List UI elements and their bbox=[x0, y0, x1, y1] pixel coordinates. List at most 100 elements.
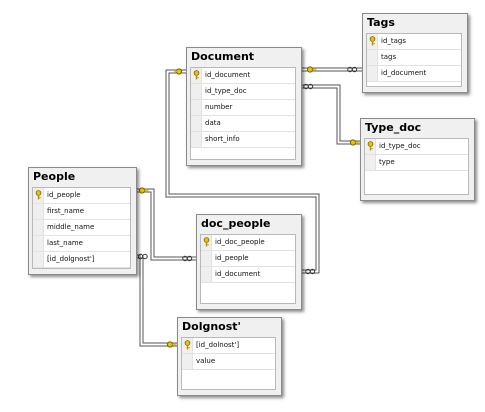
row-selector[interactable] bbox=[365, 139, 376, 154]
column-row[interactable]: short_info bbox=[191, 132, 295, 148]
one-end-key-icon bbox=[138, 187, 149, 194]
column-name: last_name bbox=[47, 239, 83, 247]
primary-key-icon bbox=[367, 141, 374, 151]
rel-document-tags[interactable] bbox=[302, 66, 362, 73]
many-end-infinity-icon bbox=[303, 83, 314, 90]
row-selector[interactable] bbox=[367, 66, 378, 81]
column-name: number bbox=[205, 103, 233, 111]
row-selector[interactable] bbox=[191, 132, 202, 147]
column-row[interactable]: value bbox=[182, 354, 275, 370]
column-name: short_info bbox=[205, 135, 240, 143]
column-name: value bbox=[196, 357, 216, 365]
row-selector[interactable] bbox=[191, 84, 202, 99]
row-selector[interactable] bbox=[33, 236, 44, 251]
column-name: [id_dolnost'] bbox=[196, 341, 240, 349]
column-name: id_people bbox=[47, 191, 81, 199]
column-row[interactable]: id_tags bbox=[367, 34, 461, 50]
table-title: Type_doc bbox=[365, 121, 422, 134]
row-selector[interactable] bbox=[367, 34, 378, 49]
row-selector[interactable] bbox=[182, 338, 193, 353]
row-selector[interactable] bbox=[33, 220, 44, 235]
table-title: doc_people bbox=[201, 217, 271, 230]
rel-people-docpeople[interactable] bbox=[137, 187, 196, 262]
rel-typedoc-document[interactable] bbox=[302, 83, 360, 146]
primary-key-icon bbox=[369, 36, 376, 46]
row-selector[interactable] bbox=[365, 155, 376, 170]
column-name: id_document bbox=[205, 71, 251, 79]
column-row[interactable]: middle_name bbox=[33, 220, 130, 236]
column-name: data bbox=[205, 119, 221, 127]
one-end-key-icon bbox=[306, 66, 317, 73]
row-selector[interactable] bbox=[201, 267, 212, 282]
column-row[interactable]: id_doc_people bbox=[201, 235, 295, 251]
column-name: first_name bbox=[47, 207, 85, 215]
column-name: type bbox=[379, 158, 395, 166]
table-title: Document bbox=[191, 50, 255, 63]
column-list: id_people first_name middle_name last_name [… bbox=[32, 187, 131, 269]
column-row[interactable]: id_type_doc bbox=[191, 84, 295, 100]
primary-key-icon bbox=[203, 237, 210, 247]
rel-document-docpeople[interactable] bbox=[165, 68, 320, 275]
table-title: Dolgnost' bbox=[182, 320, 241, 333]
column-row[interactable]: id_type_doc bbox=[365, 139, 468, 155]
column-name: id_tags bbox=[381, 37, 407, 45]
table-title: Tags bbox=[367, 16, 395, 29]
primary-key-icon bbox=[193, 70, 200, 80]
column-row[interactable]: id_document bbox=[367, 66, 461, 82]
one-end-key-icon bbox=[349, 139, 360, 146]
row-selector[interactable] bbox=[201, 235, 212, 250]
column-row[interactable]: first_name bbox=[33, 204, 130, 220]
primary-key-icon bbox=[35, 190, 42, 200]
column-row[interactable]: number bbox=[191, 100, 295, 116]
primary-key-icon bbox=[184, 340, 191, 350]
column-name: id_type_doc bbox=[379, 142, 421, 150]
column-name: tags bbox=[381, 53, 397, 61]
column-row[interactable]: [id_dolnost'] bbox=[182, 338, 275, 354]
column-list: id_doc_people id_people id_document bbox=[200, 234, 296, 304]
column-name: id_people bbox=[215, 254, 249, 262]
column-row[interactable]: last_name bbox=[33, 236, 130, 252]
column-row[interactable]: data bbox=[191, 116, 295, 132]
row-selector[interactable] bbox=[182, 354, 193, 369]
one-end-key-icon bbox=[174, 68, 183, 75]
column-row[interactable]: tags bbox=[367, 50, 461, 66]
rel-dolgnost-people[interactable] bbox=[137, 253, 177, 348]
table-title: People bbox=[33, 170, 76, 183]
row-selector[interactable] bbox=[33, 188, 44, 203]
many-end-infinity-icon bbox=[182, 255, 193, 262]
row-selector[interactable] bbox=[191, 68, 202, 83]
many-end-infinity-icon bbox=[305, 268, 316, 275]
row-selector[interactable] bbox=[191, 116, 202, 131]
column-row[interactable]: type bbox=[365, 155, 468, 171]
column-name: id_document bbox=[215, 270, 261, 278]
row-selector[interactable] bbox=[191, 100, 202, 115]
column-row[interactable]: [id_dolgnost'] bbox=[33, 252, 130, 268]
column-row[interactable]: id_document bbox=[191, 68, 295, 84]
row-selector[interactable] bbox=[367, 50, 378, 65]
column-row[interactable]: id_people bbox=[201, 251, 295, 267]
column-name: [id_dolgnost'] bbox=[47, 255, 95, 263]
row-selector[interactable] bbox=[201, 251, 212, 266]
row-selector[interactable] bbox=[33, 252, 44, 267]
column-list: [id_dolnost']value bbox=[181, 337, 276, 390]
column-name: id_type_doc bbox=[205, 87, 247, 95]
column-row[interactable]: id_people bbox=[33, 188, 130, 204]
many-end-infinity-icon bbox=[347, 66, 358, 73]
column-name: middle_name bbox=[47, 223, 95, 231]
column-row[interactable]: id_document bbox=[201, 267, 295, 283]
row-selector[interactable] bbox=[33, 204, 44, 219]
column-name: id_doc_people bbox=[215, 238, 265, 246]
table-doc-people[interactable]: doc_people id_doc_people id_people id_docum… bbox=[196, 214, 302, 310]
many-end-infinity-icon bbox=[137, 253, 148, 260]
column-name: id_document bbox=[381, 69, 427, 77]
table-dolgnost[interactable]: Dolgnost' [id_dolnost']value bbox=[177, 317, 282, 396]
